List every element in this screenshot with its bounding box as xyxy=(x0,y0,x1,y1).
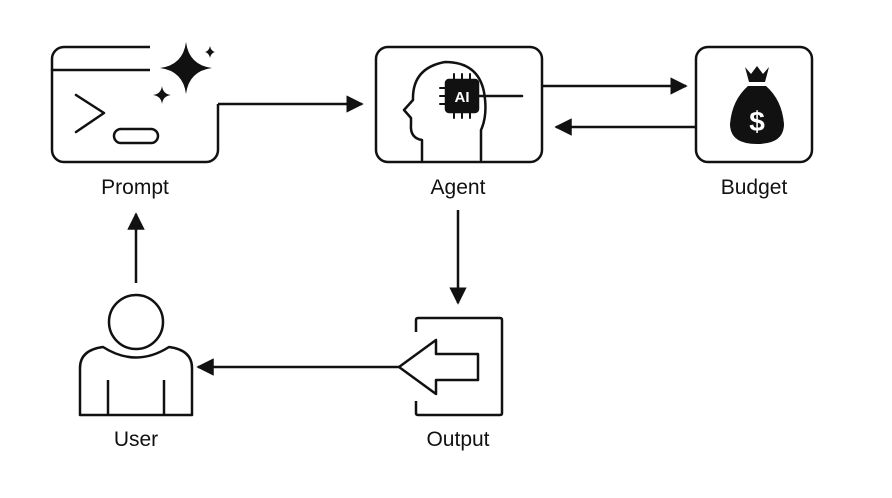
output-arrow-icon xyxy=(397,316,504,417)
chip-text: AI xyxy=(455,89,470,106)
output-label: Output xyxy=(426,428,489,451)
agent-box xyxy=(374,45,544,164)
prompt-node: Prompt xyxy=(50,40,220,199)
user-label: User xyxy=(114,428,158,451)
dollar-symbol: $ xyxy=(749,106,765,137)
connectors xyxy=(127,77,696,376)
prompt-label: Prompt xyxy=(101,176,169,199)
user-node: User xyxy=(78,293,194,451)
agent-node: AI Agent xyxy=(374,45,544,199)
output-node: Output xyxy=(397,316,504,451)
terminal-sparkle-icon xyxy=(50,40,220,164)
budget-node: $ Budget xyxy=(694,45,814,199)
ai-head-icon xyxy=(402,60,524,162)
money-bag-icon xyxy=(730,66,784,144)
budget-box xyxy=(694,45,814,164)
user-icon xyxy=(78,293,194,417)
budget-label: Budget xyxy=(721,176,788,199)
agent-label: Agent xyxy=(431,176,486,199)
